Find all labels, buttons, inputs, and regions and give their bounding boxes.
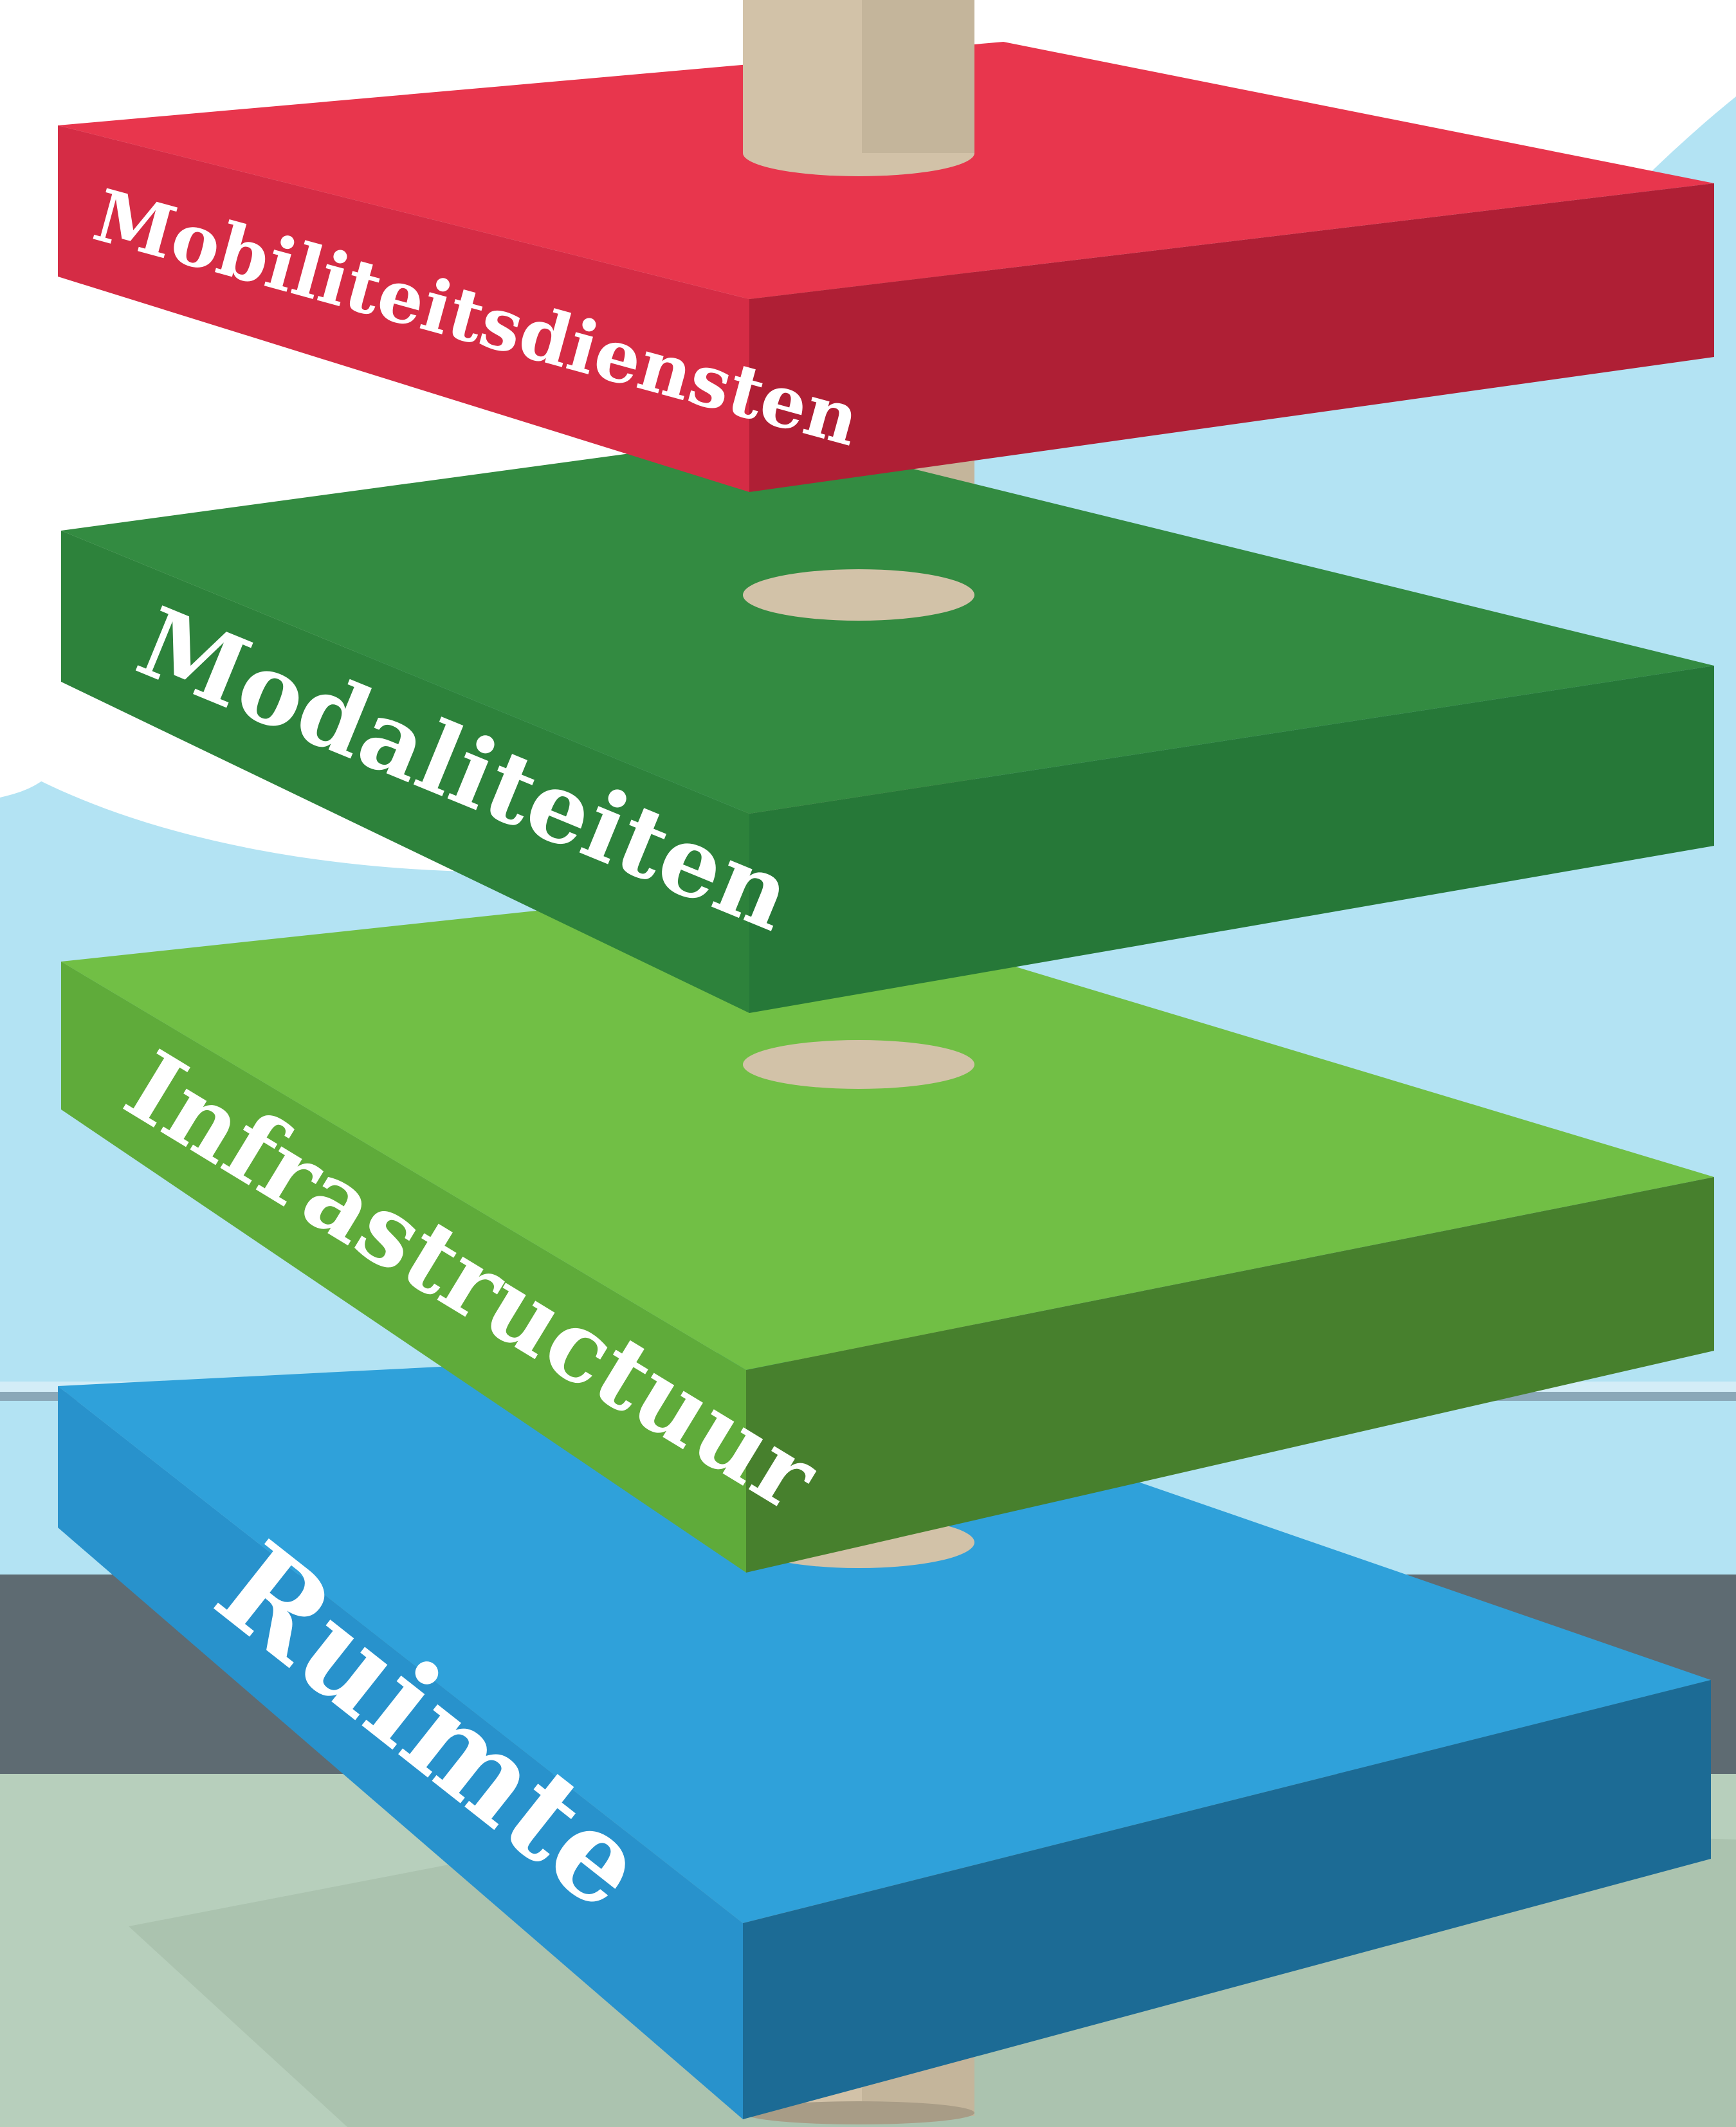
layer-right-face: [746, 1177, 1714, 1573]
layer-right-face: [749, 183, 1714, 492]
layer-left-face: [58, 125, 749, 492]
pole-base: [743, 2101, 974, 2124]
layer-ruimte: Ruimte: [58, 1351, 1711, 2119]
layer-right-face: [743, 1680, 1711, 2119]
layer-top: [61, 434, 1714, 814]
layer-modaliteiten: Modaliteiten: [61, 434, 1714, 1013]
pole-collar: [743, 569, 974, 621]
layer-top: [61, 888, 1714, 1370]
layer-mobiliteitsdiensten: Mobiliteitsdiensten: [58, 42, 1714, 492]
layer-left-face: [58, 1386, 743, 2119]
layer-left-face: [61, 531, 749, 1013]
layer-infrastructuur: Infrastructuur: [61, 888, 1714, 1573]
layer-right-face: [749, 666, 1714, 1013]
pole-top-segment-shade: [862, 0, 974, 153]
pole-collar: [743, 1040, 974, 1089]
layer-left-face: [61, 962, 746, 1573]
layer-top: [58, 1351, 1711, 1923]
